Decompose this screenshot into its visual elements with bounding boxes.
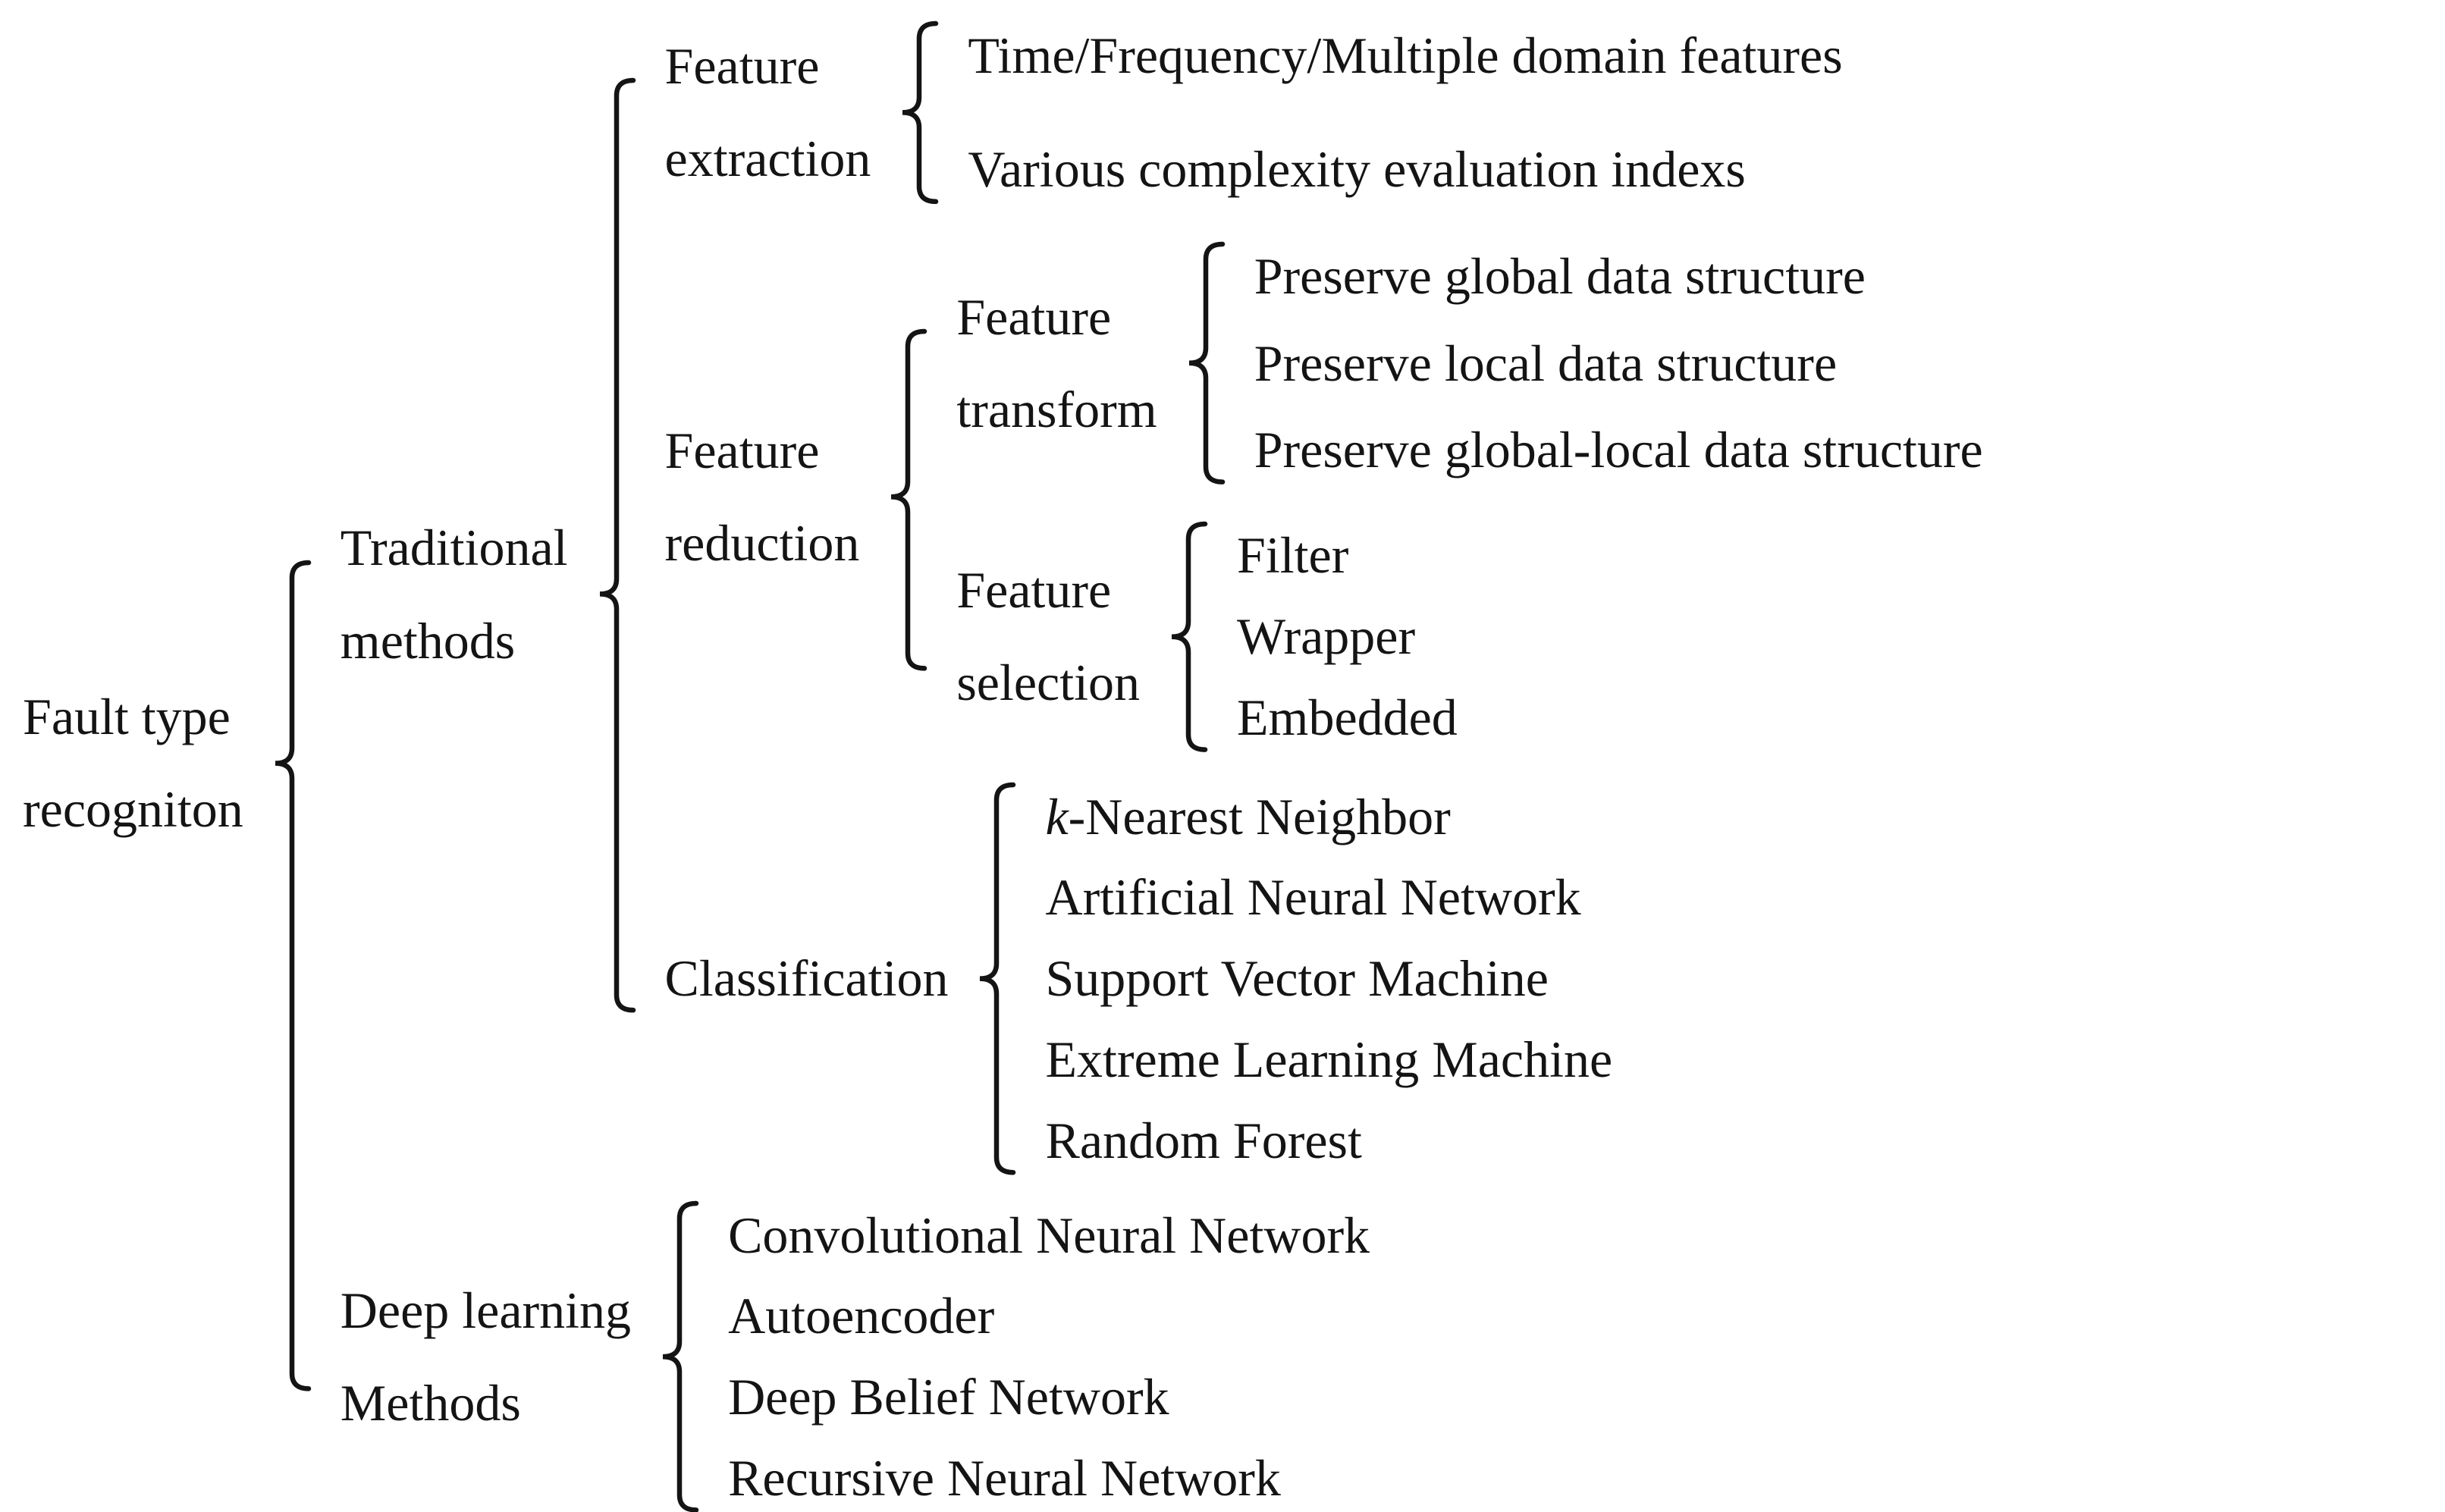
feature-extraction-node: Feature extraction Time/Frequency/Multip…	[665, 20, 1983, 205]
feature-reduction-label: Feature reduction	[664, 421, 860, 572]
feature-transform-node: Feature transform Preserve global data s…	[956, 241, 1983, 485]
feature-extraction-items: Time/Frequency/Multiple domain features …	[968, 27, 1842, 199]
leaf-preserve-global: Preserve global data structure	[1254, 246, 1866, 305]
feature-transform-label: Feature transform	[956, 287, 1157, 438]
leaf-convolutional-neural-network: Convolutional Neural Network	[728, 1206, 1370, 1264]
curly-brace-icon	[599, 78, 636, 1013]
deep-learning-node: Deep learning Methods Convolutional Neur…	[340, 1200, 1983, 1512]
curly-brace-icon	[275, 560, 312, 1391]
feature-reduction-brace	[888, 248, 927, 746]
feature-selection-brace	[1169, 521, 1208, 752]
leaf-extreme-learning-machine: Extreme Learning Machine	[1045, 1030, 1613, 1088]
leaf-artificial-neural-network: Artificial Neural Network	[1045, 868, 1581, 927]
classification-items: k-Nearest Neighbor Artificial Neural Net…	[1045, 787, 1613, 1169]
leaf-autoencoder: Autoencoder	[728, 1287, 995, 1345]
feature-extraction-label: Feature extraction	[664, 37, 871, 188]
curly-brace-icon	[662, 1200, 699, 1512]
root-children: Traditional methods Feature extraction T…	[340, 20, 1983, 1512]
leaf-complexity-indexs: Various complexity evaluation indexs	[968, 140, 1746, 199]
feature-extraction-brace	[899, 20, 939, 205]
feature-selection-node: Feature selection Filter Wrapper Embedde…	[956, 521, 1982, 752]
classification-node: Classification k-Nearest Neighbor Artifi…	[664, 782, 1983, 1175]
leaf-recursive-neural-network: Recursive Neural Network	[728, 1448, 1281, 1507]
fault-type-recognition-diagram: Fault type recogniton Traditional method…	[23, 20, 2445, 1512]
traditional-children: Feature extraction Time/Frequency/Multip…	[664, 20, 1983, 1175]
leaf-deep-belief-network: Deep Belief Network	[728, 1368, 1169, 1426]
feature-transform-items: Preserve global data structure Preserve …	[1254, 246, 1983, 479]
curly-brace-icon	[902, 20, 939, 205]
deep-learning-label: Deep learning Methods	[340, 1281, 632, 1432]
feature-selection-items: Filter Wrapper Embedded	[1237, 527, 1458, 745]
traditional-methods-brace	[597, 20, 636, 1169]
feature-reduction-children: Feature transform Preserve global data s…	[956, 241, 1983, 752]
leaf-k-nearest-neighbor: k-Nearest Neighbor	[1045, 787, 1451, 845]
deep-learning-items: Convolutional Neural Network Autoencoder…	[728, 1206, 1370, 1507]
feature-reduction-node: Feature reduction Feature transform Pres…	[664, 241, 1983, 752]
root-node: Fault type recogniton Traditional method…	[23, 20, 2445, 1512]
curly-brace-icon	[1188, 241, 1225, 485]
leaf-domain-features: Time/Frequency/Multiple domain features	[968, 26, 1843, 84]
leaf-preserve-local: Preserve local data structure	[1254, 334, 1838, 392]
feature-selection-label: Feature selection	[956, 560, 1141, 712]
traditional-methods-node: Traditional methods Feature extraction T…	[340, 20, 1983, 1175]
leaf-support-vector-machine: Support Vector Machine	[1045, 949, 1549, 1008]
leaf-filter: Filter	[1237, 526, 1349, 585]
deep-learning-brace	[660, 1200, 699, 1512]
root-brace	[272, 20, 312, 1507]
curly-brace-icon	[891, 328, 927, 671]
curly-brace-icon	[1171, 521, 1208, 752]
leaf-preserve-global-local: Preserve global-local data structure	[1254, 421, 1983, 479]
feature-transform-brace	[1186, 241, 1226, 485]
curly-brace-icon	[980, 782, 1016, 1175]
classification-brace	[977, 782, 1016, 1175]
leaf-random-forest: Random Forest	[1045, 1111, 1362, 1169]
classification-label: Classification	[664, 949, 949, 1008]
leaf-embedded: Embedded	[1237, 688, 1458, 746]
root-label: Fault type recogniton	[23, 687, 243, 839]
leaf-wrapper: Wrapper	[1237, 607, 1416, 665]
traditional-methods-label: Traditional methods	[340, 519, 568, 670]
